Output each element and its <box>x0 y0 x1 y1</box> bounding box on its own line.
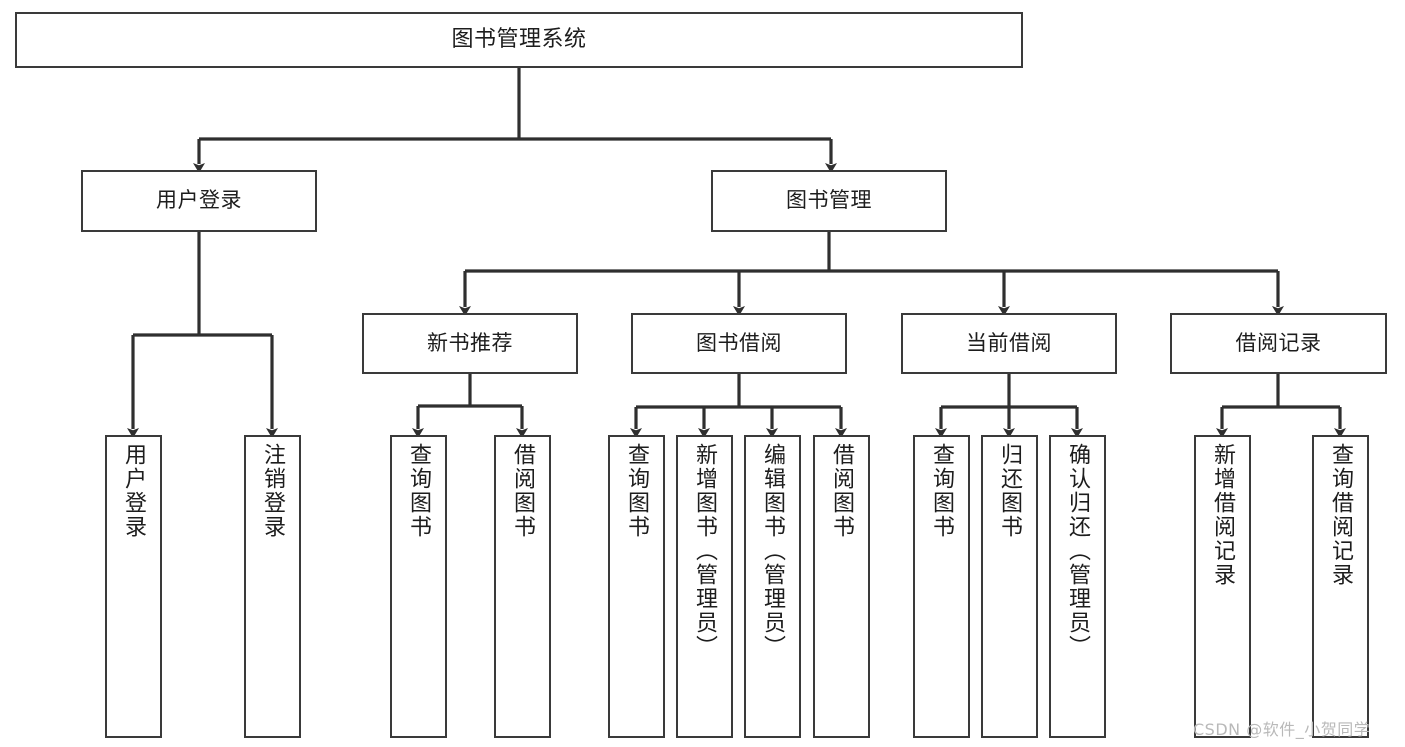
node-leaf-query-book-c[interactable]: 查询图书 <box>913 435 970 738</box>
node-label: 用户登录 <box>156 188 242 213</box>
node-leaf-add-borrow-record[interactable]: 新增借阅记录 <box>1194 435 1251 738</box>
node-label: 借阅记录 <box>1235 330 1322 355</box>
node-label: 编辑图书（管理员） <box>760 443 786 659</box>
node-leaf-confirm-return[interactable]: 确认归还（管理员） <box>1049 435 1106 738</box>
node-leaf-add-book[interactable]: 新增图书（管理员） <box>676 435 733 738</box>
node-label: 注销登录 <box>260 443 286 539</box>
node-label: 查询图书 <box>929 443 955 539</box>
node-label: 借阅图书 <box>829 443 855 539</box>
node-label: 图书借阅 <box>696 330 782 355</box>
node-leaf-logout[interactable]: 注销登录 <box>244 435 301 738</box>
node-book-management-system[interactable]: 图书管理系统 <box>15 12 1023 68</box>
node-borrow-record[interactable]: 借阅记录 <box>1170 313 1387 374</box>
node-leaf-return-book[interactable]: 归还图书 <box>981 435 1038 738</box>
node-leaf-user-login[interactable]: 用户登录 <box>105 435 162 738</box>
node-label: 图书管理系统 <box>451 26 587 52</box>
csdn-watermark: CSDN @软件_小贺同学 <box>1193 720 1371 739</box>
node-label: 新增图书（管理员） <box>692 443 718 659</box>
node-leaf-borrow-book-b[interactable]: 借阅图书 <box>813 435 870 738</box>
node-label: 归还图书 <box>997 443 1023 539</box>
node-user-login[interactable]: 用户登录 <box>81 170 317 232</box>
node-label: 图书管理 <box>786 188 872 213</box>
node-book-borrow[interactable]: 图书借阅 <box>631 313 847 374</box>
node-leaf-edit-book[interactable]: 编辑图书（管理员） <box>744 435 801 738</box>
node-leaf-query-book-b[interactable]: 查询图书 <box>608 435 665 738</box>
node-label: 查询借阅记录 <box>1328 443 1354 587</box>
node-label: 确认归还（管理员） <box>1065 443 1091 659</box>
node-leaf-query-book-a[interactable]: 查询图书 <box>390 435 447 738</box>
node-label: 新书推荐 <box>427 330 513 355</box>
node-label: 用户登录 <box>121 443 147 539</box>
node-book-management[interactable]: 图书管理 <box>711 170 947 232</box>
node-label: 新增借阅记录 <box>1210 443 1236 587</box>
node-label: 查询图书 <box>406 443 432 539</box>
node-new-book-recommend[interactable]: 新书推荐 <box>362 313 578 374</box>
node-label: 借阅图书 <box>510 443 536 539</box>
node-current-borrow[interactable]: 当前借阅 <box>901 313 1117 374</box>
node-label: 当前借阅 <box>966 330 1052 355</box>
node-leaf-borrow-book-a[interactable]: 借阅图书 <box>494 435 551 738</box>
node-leaf-query-borrow-record[interactable]: 查询借阅记录 <box>1312 435 1369 738</box>
node-label: 查询图书 <box>624 443 650 539</box>
